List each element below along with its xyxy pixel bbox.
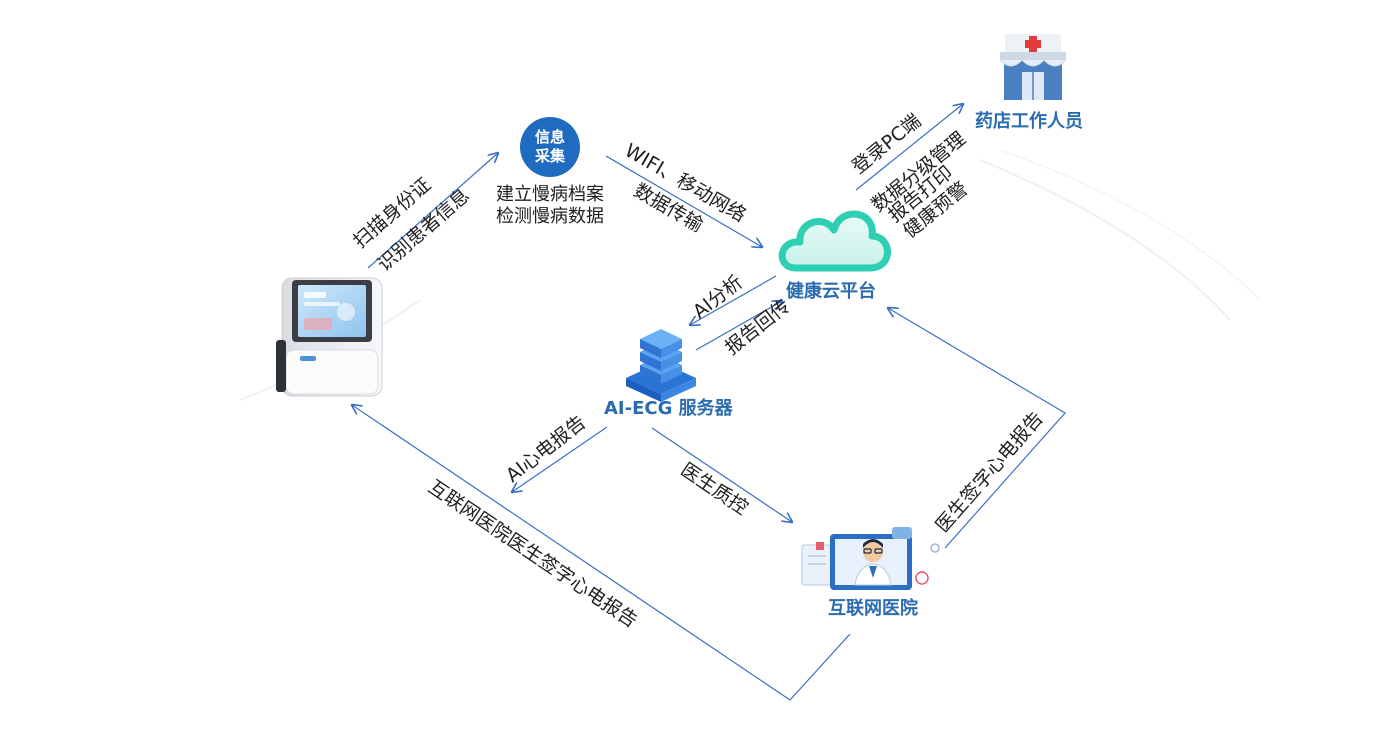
decorative-trail (999, 149, 1261, 301)
ecg-kiosk-device (276, 277, 383, 397)
decorative-trail (979, 159, 1231, 321)
info-collect-node: 信息 采集 (520, 117, 580, 177)
arrow-hospital-to-cloud (888, 308, 1066, 549)
info-collect-line2: 采集 (534, 147, 565, 165)
info-collect-desc2: 检测慢病数据 (496, 206, 604, 227)
cloud-platform-label: 健康云平台 (786, 281, 876, 302)
cloud-icon (778, 210, 891, 272)
pharmacy-staff-label: 药店工作人员 (975, 111, 1083, 132)
arrow-server-to-kiosk (512, 426, 608, 492)
arrow-kiosk-to-info (367, 153, 498, 269)
arrow-server-to-cloud (695, 301, 782, 351)
arrow-cloud-to-pharmacy (855, 104, 963, 191)
arrow-hospital-to-kiosk (352, 405, 851, 701)
ai-ecg-server-label: AI-ECG 服务器 (604, 398, 733, 419)
server-icon (626, 329, 696, 402)
doctor-hospital-icon (801, 527, 940, 590)
info-collect-desc1: 建立慢病档案 (496, 184, 604, 205)
arrow-info-to-cloud (605, 155, 762, 247)
pharmacy-store-icon (999, 34, 1067, 100)
info-collect-desc: 建立慢病档案 检测慢病数据 (496, 184, 604, 228)
arrow-cloud-to-server (690, 275, 777, 325)
internet-hospital-label: 互联网医院 (828, 598, 918, 619)
info-collect-line1: 信息 (534, 128, 565, 146)
arrow-server-to-hospital (651, 427, 792, 522)
